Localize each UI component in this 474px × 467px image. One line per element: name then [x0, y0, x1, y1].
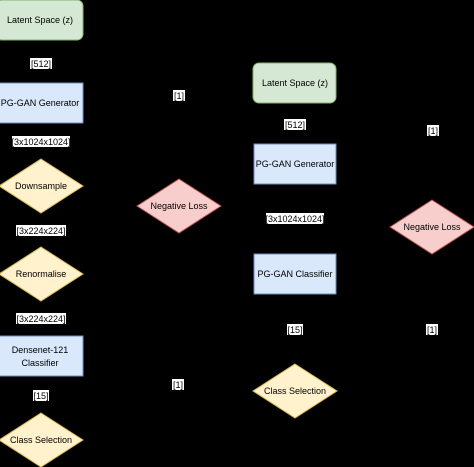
right-generator-node: PG-GAN Generator — [253, 143, 337, 185]
left-latent-dim-tag: [512] — [30, 58, 52, 69]
right-class-selection-node: Class Selection — [252, 363, 338, 419]
right-loss-node: Negative Loss — [389, 199, 474, 255]
left-classifier-dim-text: [15] — [33, 391, 48, 401]
left-generator-shape — [0, 82, 84, 124]
left-renormalise-shape — [0, 246, 84, 302]
left-loss-top-dim-tag: [1] — [173, 90, 185, 101]
left-downsample-node: Downsample — [0, 158, 84, 214]
left-downsample-label: Downsample — [15, 181, 67, 191]
left-generator-dim-bg — [12, 136, 70, 147]
left-classifier-label-line2: Classifier — [21, 358, 58, 368]
left-classifier-shape — [0, 335, 84, 377]
left-renormalise-label: Renormalise — [16, 269, 67, 279]
right-classifier-node: PG-GAN Classifier — [253, 253, 337, 295]
right-loss-top-dim-bg — [427, 125, 439, 136]
right-loss-label: Negative Loss — [403, 222, 461, 232]
right-latent-dim-tag: [512] — [284, 119, 306, 130]
left-generator-node: PG-GAN Generator — [0, 82, 84, 124]
left-loss-node: Negative Loss — [136, 178, 222, 234]
right-latent-node: Latent Space (z) — [252, 62, 337, 104]
right-classifier-dim-tag: [15] — [287, 324, 303, 335]
left-loss-top-dim-bg — [173, 90, 185, 101]
right-latent-shape — [252, 62, 337, 104]
left-downsample-dim-tag: [3x224x224] — [16, 225, 66, 236]
right-loss-bottom-dim-tag: [1] — [426, 324, 438, 335]
left-loss-label: Negative Loss — [150, 201, 208, 211]
left-loss-shape — [136, 178, 222, 234]
left-downsample-dim-bg — [16, 225, 66, 236]
right-loss-bottom-dim-bg — [426, 324, 438, 335]
right-loss-top-dim-text: [1] — [428, 126, 438, 136]
right-loss-bottom-dim-text: [1] — [427, 325, 437, 335]
left-downsample-dim-text: [3x224x224] — [16, 226, 65, 236]
right-generator-shape — [253, 143, 337, 185]
left-latent-shape — [0, 0, 84, 41]
right-generator-label: PG-GAN Generator — [256, 159, 335, 169]
left-latent-dim-text: [512] — [31, 59, 51, 69]
right-classifier-label: PG-GAN Classifier — [257, 269, 332, 279]
right-latent-dim-bg — [284, 119, 306, 130]
left-latent-dim-bg — [30, 58, 52, 69]
left-loss-top-dim-text: [1] — [174, 91, 184, 101]
left-downsample-shape — [0, 158, 84, 214]
left-classifier-dim-bg — [33, 390, 49, 401]
left-generator-label: PG-GAN Generator — [1, 98, 80, 108]
left-renormalise-dim-tag: [3x224x224] — [16, 313, 66, 324]
left-latent-node: Latent Space (z) — [0, 0, 84, 41]
left-classifier-node: Densenet-121 Classifier — [0, 335, 84, 377]
right-latent-dim-text: [512] — [285, 120, 305, 130]
left-class-selection-label: Class Selection — [10, 435, 72, 445]
right-class-selection-shape — [252, 363, 338, 419]
left-loss-bottom-dim-bg — [172, 379, 184, 390]
left-loss-bottom-dim-text: [1] — [173, 380, 183, 390]
left-renormalise-node: Renormalise — [0, 246, 84, 302]
right-generator-dim-bg — [266, 213, 324, 224]
left-loss-bottom-dim-tag: [1] — [172, 379, 184, 390]
left-class-selection-shape — [0, 412, 84, 467]
right-classifier-dim-bg — [287, 324, 303, 335]
right-classifier-dim-text: [15] — [287, 325, 302, 335]
right-latent-label: Latent Space (z) — [262, 78, 328, 88]
right-loss-shape — [389, 199, 474, 255]
left-renormalise-dim-text: [3x224x224] — [16, 314, 65, 324]
left-generator-dim-text: [3x1024x1024] — [11, 137, 70, 147]
right-class-selection-label: Class Selection — [264, 386, 326, 396]
right-pipeline: Latent Space (z) [512] PG-GAN Generator … — [252, 62, 474, 419]
right-generator-dim-text: [3x1024x1024] — [265, 214, 324, 224]
right-classifier-shape — [253, 253, 337, 295]
right-generator-dim-tag: [3x1024x1024] — [265, 213, 325, 224]
left-latent-label: Latent Space (z) — [7, 15, 73, 25]
right-loss-top-dim-tag: [1] — [427, 125, 439, 136]
left-generator-dim-tag: [3x1024x1024] — [11, 136, 71, 147]
left-classifier-label-line1: Densenet-121 — [12, 345, 69, 355]
left-classifier-dim-tag: [15] — [33, 390, 49, 401]
left-pipeline: Latent Space (z) [512] PG-GAN Generator … — [0, 0, 222, 467]
left-renormalise-dim-bg — [16, 313, 66, 324]
left-class-selection-node: Class Selection — [0, 412, 84, 467]
